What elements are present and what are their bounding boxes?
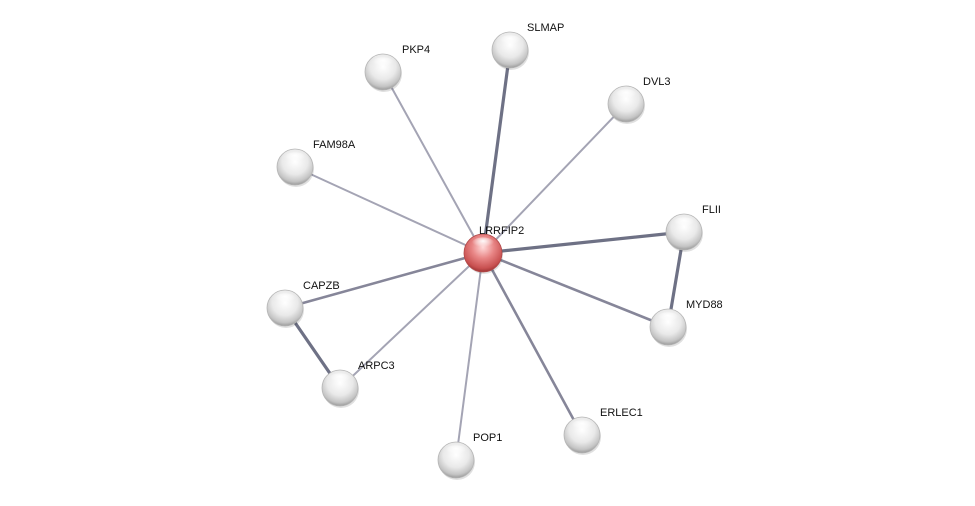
node-label-pkp4: PKP4	[402, 44, 430, 56]
edge-lrrfip2-capzb	[283, 251, 485, 310]
edge-lrrfip2-arpc3	[339, 252, 484, 389]
node-label-arpc3: ARPC3	[358, 360, 395, 372]
ball-highlight	[673, 217, 695, 229]
node-dvl3[interactable]: DVL3	[607, 76, 671, 124]
edge-lrrfip2-slmap	[481, 48, 512, 255]
node-myd88[interactable]: MYD88	[649, 299, 723, 347]
ball-highlight	[657, 312, 679, 324]
edge-lrrfip2-flii	[481, 230, 686, 255]
node-label-flii: FLII	[702, 204, 721, 216]
node-label-slmap: SLMAP	[527, 22, 564, 34]
node-label-erlec1: ERLEC1	[600, 407, 643, 419]
ball-highlight	[615, 89, 637, 101]
node-capzb[interactable]: CAPZB	[266, 280, 340, 328]
ball-highlight	[274, 293, 296, 305]
node-label-dvl3: DVL3	[643, 76, 671, 88]
ball-highlight	[284, 152, 306, 164]
node-fam98a[interactable]: FAM98A	[276, 139, 356, 187]
ball-highlight	[499, 35, 521, 47]
ball-highlight	[445, 445, 467, 457]
ball-highlight	[471, 237, 495, 250]
node-label-lrrfip2: LRRFIP2	[479, 225, 524, 237]
node-label-pop1: POP1	[473, 432, 502, 444]
edge-lrrfip2-dvl3	[482, 103, 627, 254]
node-pkp4[interactable]: PKP4	[364, 44, 430, 92]
ball-highlight	[329, 373, 351, 385]
node-erlec1[interactable]: ERLEC1	[563, 407, 643, 455]
edge-lrrfip2-fam98a	[294, 166, 484, 254]
edge-lrrfip2-erlec1	[481, 251, 584, 437]
ball-highlight	[571, 420, 593, 432]
edge-lrrfip2-pkp4	[382, 71, 484, 254]
node-label-myd88: MYD88	[686, 299, 723, 311]
node-label-fam98a: FAM98A	[313, 139, 356, 151]
edge-lrrfip2-myd88	[481, 251, 670, 329]
node-arpc3[interactable]: ARPC3	[321, 360, 395, 408]
node-label-capzb: CAPZB	[303, 280, 340, 292]
node-pop1[interactable]: POP1	[437, 432, 502, 480]
ball-highlight	[372, 57, 394, 69]
node-slmap[interactable]: SLMAP	[491, 22, 564, 70]
edge-lrrfip2-pop1	[455, 252, 484, 461]
node-flii[interactable]: FLII	[665, 204, 721, 252]
node-lrrfip2[interactable]: LRRFIP2	[463, 225, 524, 274]
